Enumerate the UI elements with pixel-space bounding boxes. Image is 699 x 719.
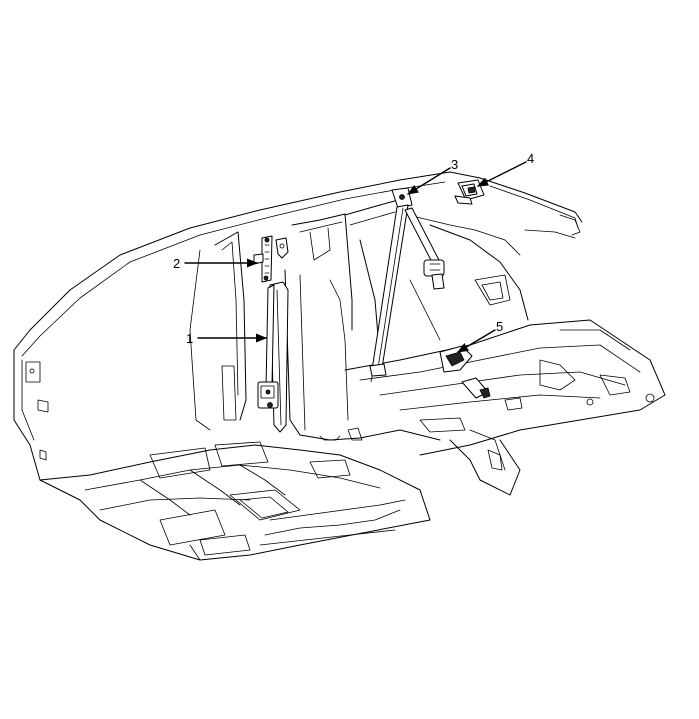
part-3-center-seat-belt xyxy=(369,187,445,383)
callout-2: 2 xyxy=(173,256,180,271)
part-5-buckle-assembly xyxy=(439,345,491,399)
callout-1: 1 xyxy=(186,331,193,346)
part-2-height-adjuster xyxy=(253,235,273,283)
callout-5: 5 xyxy=(496,319,503,334)
callout-leaders xyxy=(184,161,527,353)
callout-4: 4 xyxy=(527,151,534,166)
part-1-outer-seat-belt xyxy=(257,237,289,433)
callout-3: 3 xyxy=(451,157,458,172)
part-4-shelf-retractor xyxy=(454,179,485,205)
vehicle-body xyxy=(13,171,666,561)
